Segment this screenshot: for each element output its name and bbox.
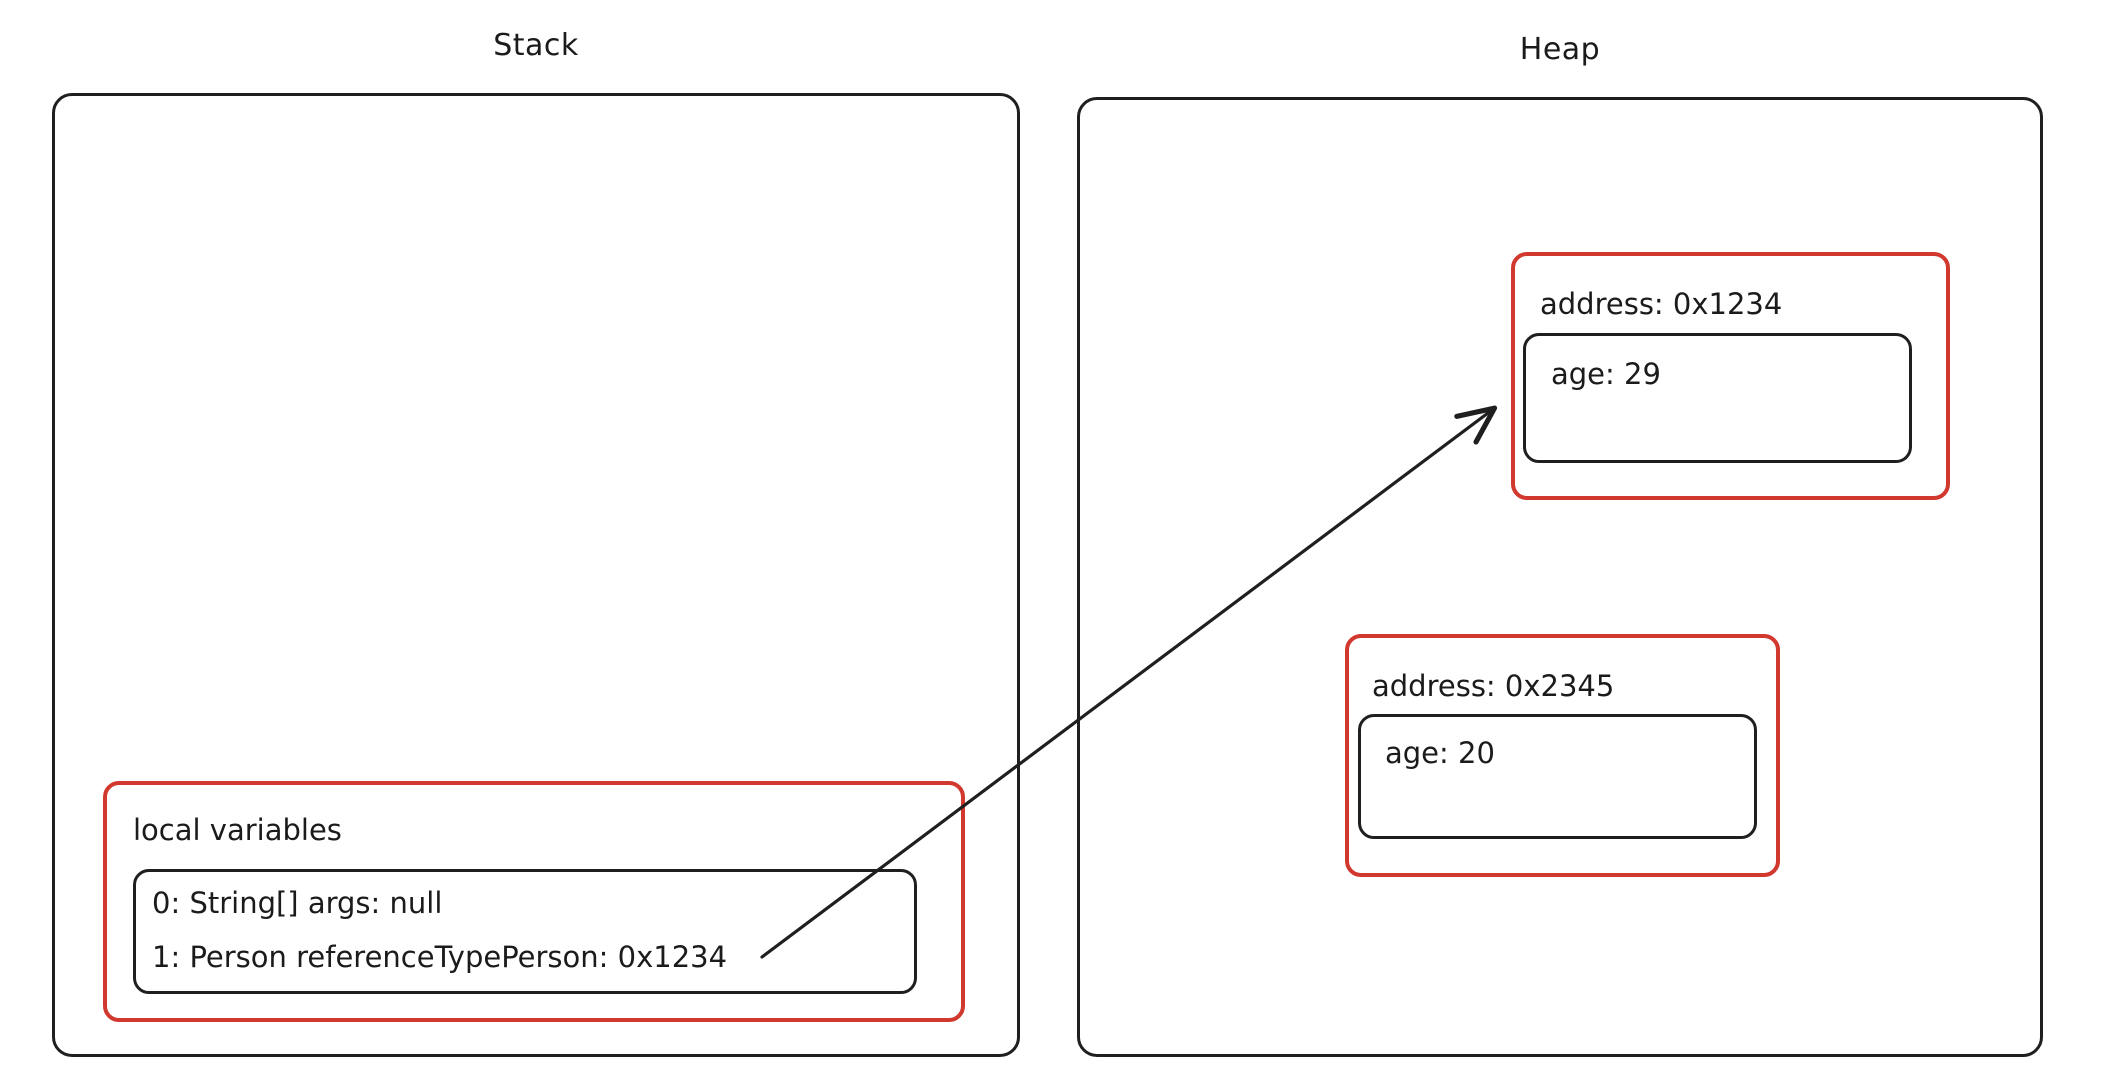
heap-object-fields-box-1 [1358, 714, 1757, 839]
heap-region-label: Heap [1519, 32, 1601, 67]
local-variables-title: local variables [133, 813, 342, 847]
local-variable-entry-1: 1: Person referenceTypePerson: 0x1234 [152, 940, 728, 974]
heap-object-address-1: address: 0x2345 [1372, 669, 1615, 703]
heap-object-fields-box-0 [1523, 333, 1912, 463]
heap-object-field-0-0: age: 29 [1551, 357, 1661, 391]
local-variable-entry-0: 0: String[] args: null [152, 886, 443, 920]
stack-region-label: Stack [493, 28, 579, 63]
heap-region-box [1077, 97, 2043, 1057]
heap-object-address-0: address: 0x1234 [1540, 287, 1783, 321]
heap-object-field-1-0: age: 20 [1385, 736, 1495, 770]
